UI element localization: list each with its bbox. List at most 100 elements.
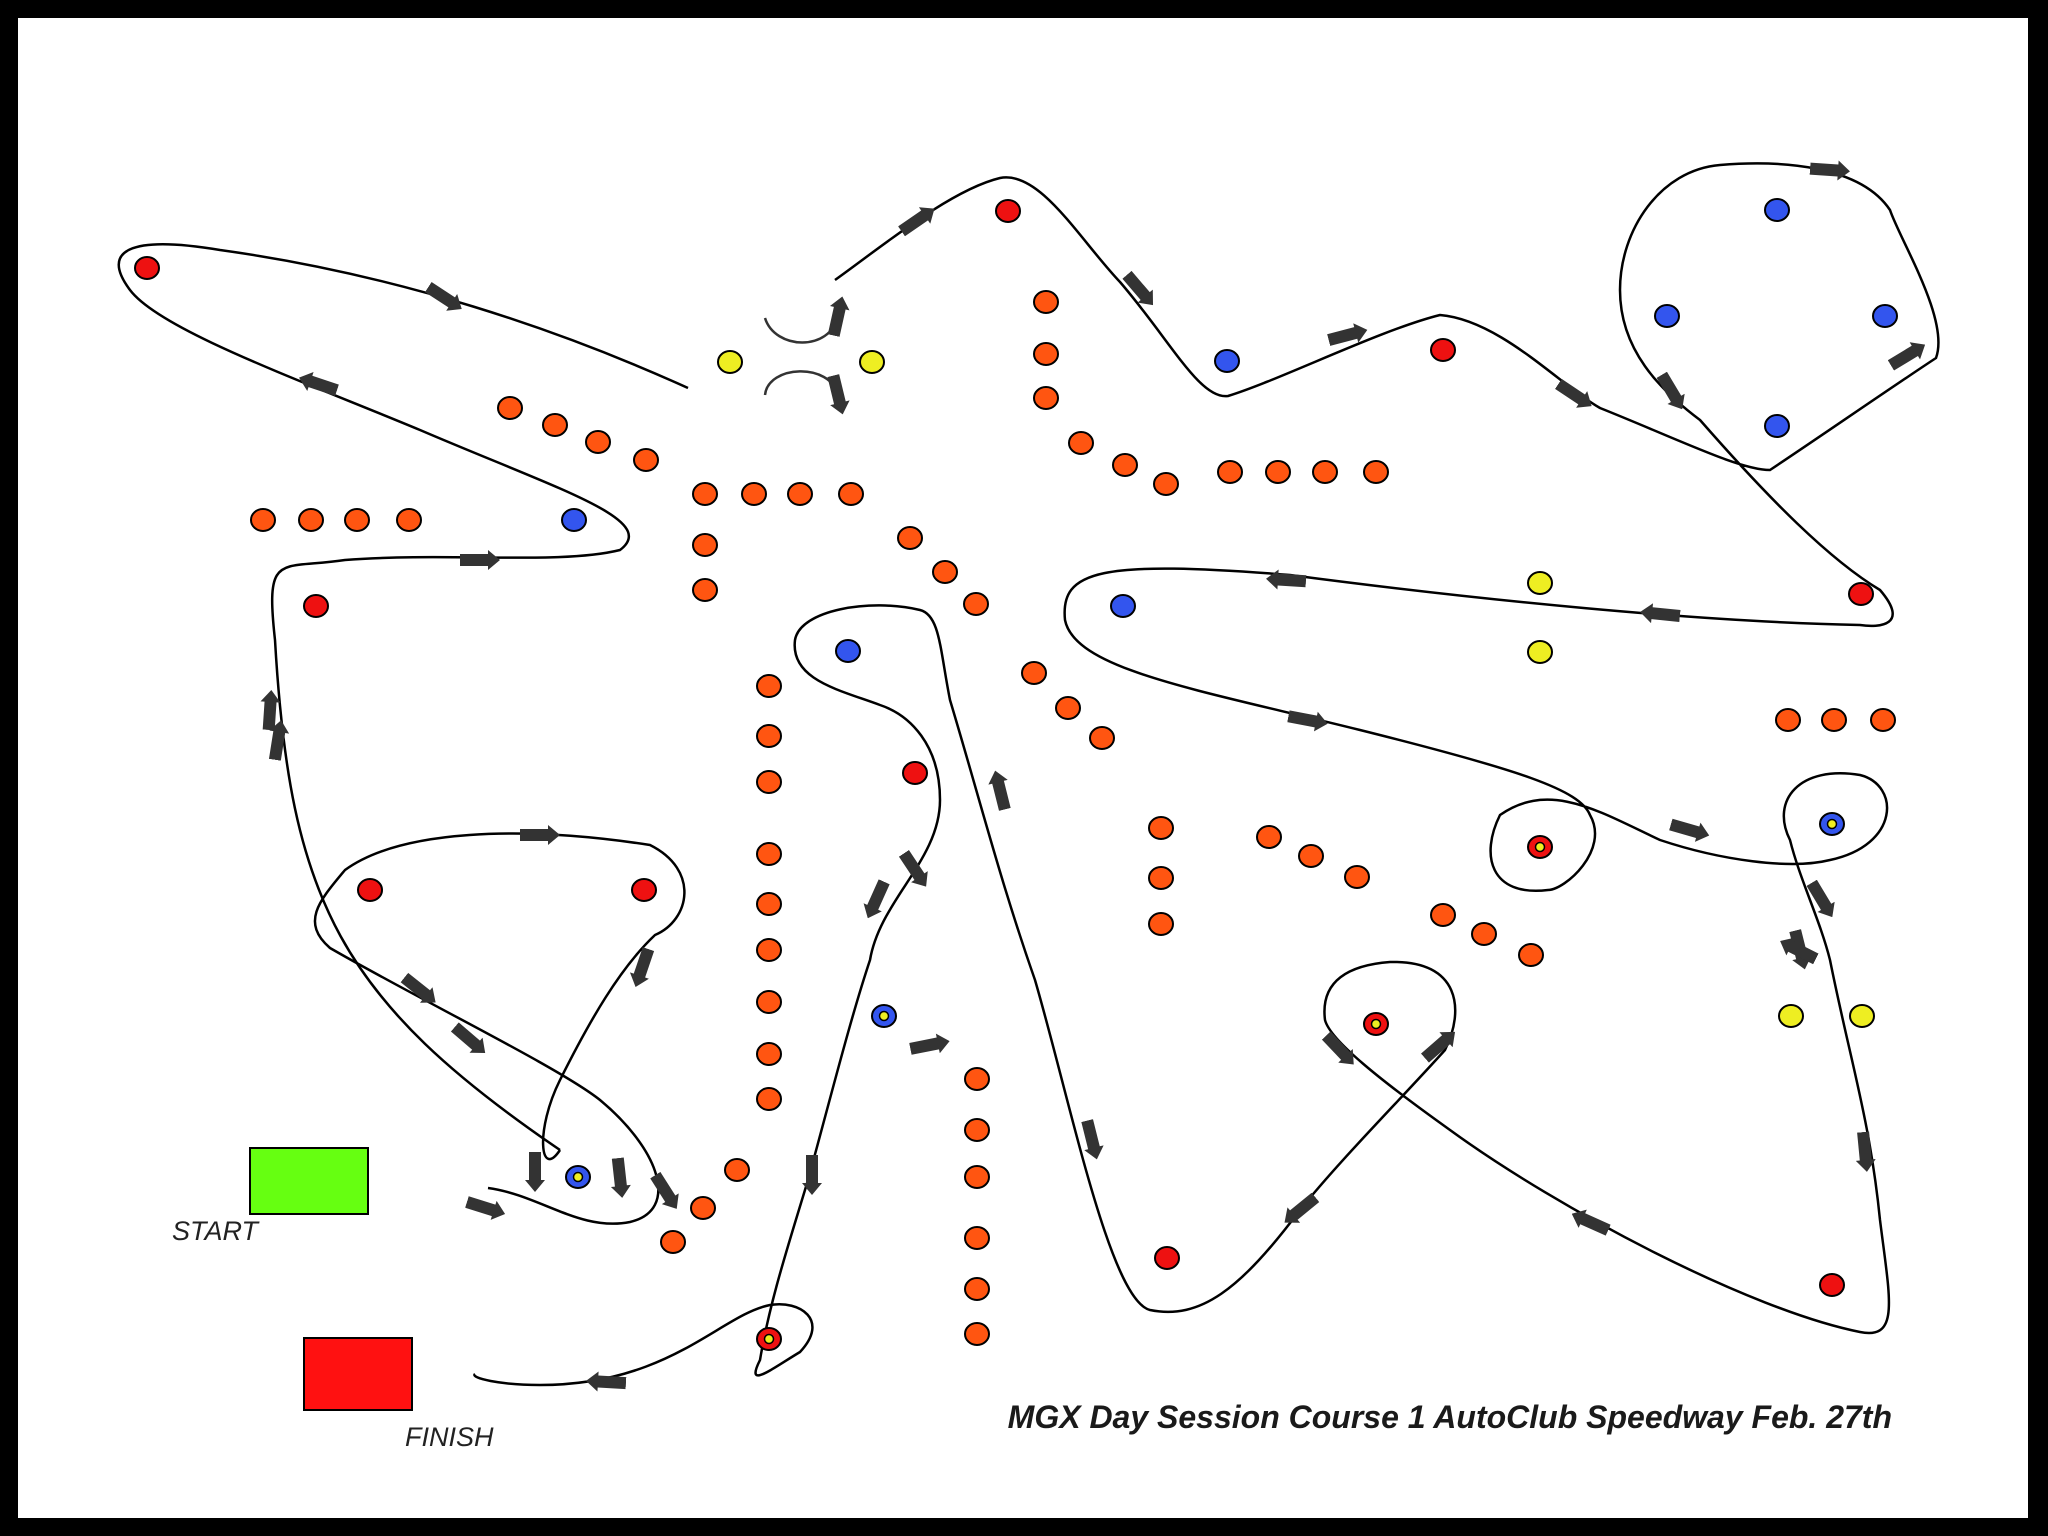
red-cone-icon <box>134 256 160 280</box>
orange-cone-icon <box>633 448 659 472</box>
blue-cone-icon <box>1214 349 1240 373</box>
orange-cone-icon <box>585 430 611 454</box>
orange-cone-icon <box>756 990 782 1014</box>
orange-cone-icon <box>1033 386 1059 410</box>
course-path-segment-3 <box>473 162 1940 1387</box>
turnaround-arrows <box>763 296 850 415</box>
orange-cone-icon <box>1344 865 1370 889</box>
orange-cone-icon <box>964 1226 990 1250</box>
yellow-cone-icon <box>717 350 743 374</box>
orange-cone-icon <box>1265 460 1291 484</box>
orange-cone-icon <box>542 413 568 437</box>
red-cone-icon <box>1154 1246 1180 1270</box>
orange-cone-icon <box>1089 726 1115 750</box>
blue-cone-icon <box>1872 304 1898 328</box>
orange-cone-icon <box>1033 342 1059 366</box>
orange-cone-icon <box>1256 825 1282 849</box>
orange-cone-icon <box>964 1067 990 1091</box>
pivot-marker-icon <box>878 1010 890 1022</box>
orange-cone-icon <box>724 1158 750 1182</box>
orange-cone-icon <box>756 1042 782 1066</box>
orange-cone-icon <box>1148 866 1174 890</box>
orange-cone-icon <box>838 482 864 506</box>
turnaround-arrow-icon <box>763 296 850 344</box>
orange-cone-icon <box>963 592 989 616</box>
orange-cone-icon <box>396 508 422 532</box>
orange-cone-icon <box>1363 460 1389 484</box>
orange-cone-icon <box>1471 922 1497 946</box>
turnaround-arrow-icon <box>763 370 850 415</box>
orange-cone-icon <box>787 482 813 506</box>
blue-cone-icon <box>1764 198 1790 222</box>
yellow-cone-icon <box>1527 640 1553 664</box>
orange-cone-icon <box>756 938 782 962</box>
orange-cone-icon <box>1068 431 1094 455</box>
red-cone-icon <box>1819 1273 1845 1297</box>
pivot-marker-icon <box>1370 1018 1382 1030</box>
red-cone-icon <box>1430 338 1456 362</box>
orange-cone-icon <box>756 674 782 698</box>
orange-cone-icon <box>756 892 782 916</box>
blue-cone-icon <box>561 508 587 532</box>
blue-cone-icon <box>835 639 861 663</box>
orange-cone-icon <box>692 482 718 506</box>
orange-cone-icon <box>964 1165 990 1189</box>
orange-cone-icon <box>692 578 718 602</box>
orange-cone-icon <box>756 842 782 866</box>
pivot-marker-icon <box>572 1171 584 1183</box>
red-cone-icon <box>995 199 1021 223</box>
orange-cone-icon <box>756 770 782 794</box>
orange-cone-icon <box>1518 943 1544 967</box>
blue-cone-icon <box>1110 594 1136 618</box>
orange-cone-icon <box>1870 708 1896 732</box>
orange-cone-icon <box>344 508 370 532</box>
yellow-cone-icon <box>1849 1004 1875 1028</box>
yellow-cone-icon <box>1527 571 1553 595</box>
course-path-segment-2 <box>117 243 689 1152</box>
yellow-cone-icon <box>859 350 885 374</box>
orange-cone-icon <box>1055 696 1081 720</box>
pivot-marker-icon <box>763 1333 775 1345</box>
orange-cone-icon <box>1217 460 1243 484</box>
orange-cone-icon <box>1821 708 1847 732</box>
finish-box <box>303 1337 413 1411</box>
orange-cone-icon <box>964 1322 990 1346</box>
pivot-marker-icon <box>1534 841 1546 853</box>
start-box <box>249 1147 369 1215</box>
orange-cone-icon <box>897 526 923 550</box>
orange-cone-icon <box>964 1118 990 1142</box>
orange-cone-icon <box>932 560 958 584</box>
orange-cone-icon <box>1033 290 1059 314</box>
blue-cone-icon <box>1654 304 1680 328</box>
start-label: START <box>172 1216 261 1246</box>
paper-background <box>18 18 2028 1518</box>
orange-cone-icon <box>741 482 767 506</box>
orange-cone-icon <box>964 1277 990 1301</box>
finish-label: FINISH <box>405 1422 494 1452</box>
orange-cone-icon <box>1148 912 1174 936</box>
orange-cone-icon <box>1298 844 1324 868</box>
orange-cone-icon <box>1148 816 1174 840</box>
orange-cone-icon <box>1153 472 1179 496</box>
red-cone-icon <box>631 878 657 902</box>
orange-cone-icon <box>250 508 276 532</box>
orange-cone-icon <box>1021 661 1047 685</box>
red-cone-icon <box>1848 582 1874 606</box>
blue-cone-icon <box>1764 414 1790 438</box>
course-title: MGX Day Session Course 1 AutoClub Speedw… <box>1008 1399 1892 1435</box>
orange-cone-icon <box>756 1087 782 1111</box>
orange-cone-icon <box>1775 708 1801 732</box>
orange-cone-icon <box>1112 453 1138 477</box>
orange-cone-icon <box>298 508 324 532</box>
orange-cone-icon <box>756 724 782 748</box>
cones <box>134 198 1898 1351</box>
red-cone-icon <box>303 594 329 618</box>
orange-cone-icon <box>1430 903 1456 927</box>
orange-cone-icon <box>692 533 718 557</box>
orange-cone-icon <box>660 1230 686 1254</box>
pivot-marker-icon <box>1826 818 1838 830</box>
yellow-cone-icon <box>1778 1004 1804 1028</box>
red-cone-icon <box>357 878 383 902</box>
orange-cone-icon <box>690 1196 716 1220</box>
